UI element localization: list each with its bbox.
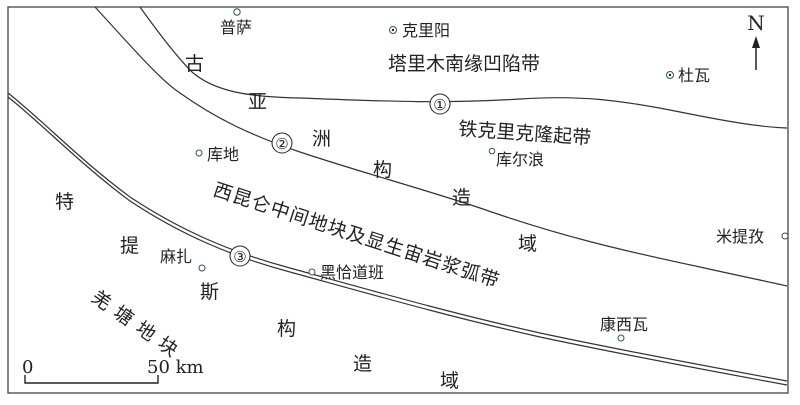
zone-tarim: 塔里木南缘凹陷带	[388, 53, 540, 75]
town-kudi: 库地	[207, 145, 239, 164]
fault-number-3: ③	[233, 248, 246, 266]
north-label: N	[747, 11, 765, 35]
domain-paleo-asian-char: 古	[185, 53, 204, 75]
domain-tethys-char: 域	[440, 370, 459, 392]
fault-line-3	[7, 92, 788, 386]
town-marker	[488, 147, 496, 155]
scale-bar	[24, 375, 159, 384]
town-marker	[195, 149, 203, 157]
town-marker-dot	[668, 73, 672, 77]
domain-paleo-asian-char: 亚	[248, 91, 267, 113]
town-mitigu: 米提孜	[716, 227, 764, 246]
domain-paleo-asian-char: 构	[373, 159, 392, 181]
domain-paleo-asian-char: 洲	[312, 128, 331, 150]
domain-tethys-char: 造	[353, 353, 372, 375]
town-mazha: 麻扎	[160, 247, 192, 266]
fault-number-marker	[271, 132, 293, 154]
fault-number-marker	[229, 245, 251, 267]
fault-number-1: ①	[433, 96, 446, 114]
fault-number-2: ②	[275, 135, 288, 153]
scale-end: 50 km	[147, 357, 204, 378]
town-pusa: 普萨	[220, 18, 252, 37]
north-arrow-icon	[752, 36, 760, 70]
town-marker	[198, 264, 206, 272]
fault-line-2	[94, 6, 788, 287]
town-marker	[233, 8, 241, 16]
domain-tethys-char: 斯	[200, 281, 219, 303]
town-marker-dot	[391, 28, 395, 32]
domain-tethys-char: 提	[120, 235, 139, 257]
town-marker	[308, 268, 316, 276]
town-duwa: 杜瓦	[678, 66, 710, 85]
town-keliyang: 克里阳	[402, 21, 450, 40]
domain-paleo-asian-char: 域	[518, 233, 537, 255]
town-marker	[781, 232, 789, 240]
domain-paleo-asian-char: 造	[452, 187, 471, 209]
town-kangxiwa: 康西瓦	[600, 315, 648, 334]
zone-qiangtang: 羌塘地块	[87, 286, 188, 366]
town-kuerlang: 库尔浪	[496, 150, 544, 169]
scale-zero: 0	[22, 357, 33, 378]
map-frame	[7, 6, 789, 394]
town-heiqia: 黑恰道班	[320, 263, 384, 282]
domain-tethys-char: 构	[277, 318, 296, 340]
fault-number-marker	[429, 93, 451, 115]
town-marker	[617, 334, 625, 342]
zone-tiekelike: 铁克里克隆起带	[458, 118, 592, 149]
domain-tethys-char: 特	[55, 191, 74, 213]
